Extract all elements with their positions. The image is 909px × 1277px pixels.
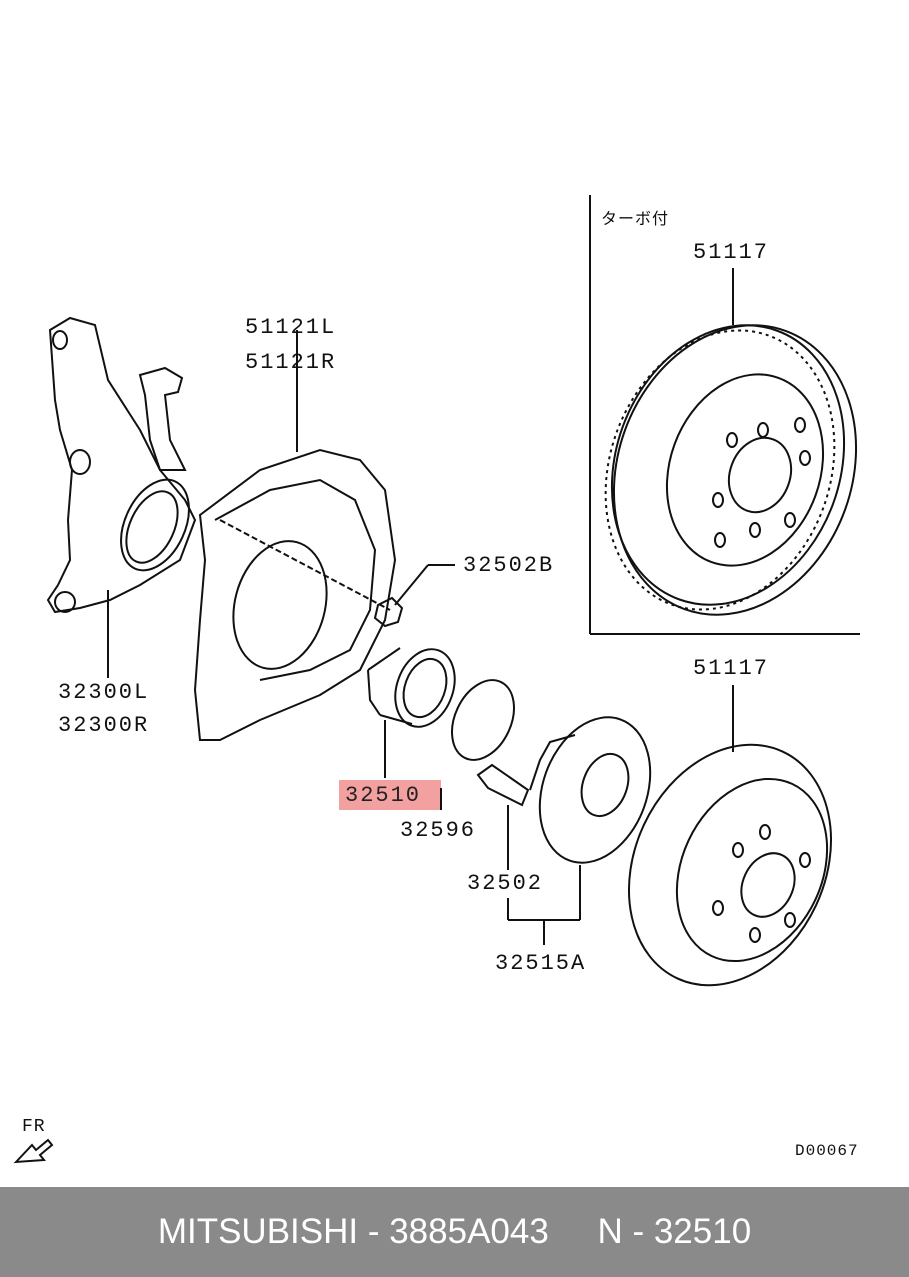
fr-label: FR xyxy=(22,1117,46,1137)
label-bearing[interactable]: 32510 xyxy=(345,783,422,808)
label-hub[interactable]: 32515A xyxy=(495,951,587,976)
wheel-bearing xyxy=(367,647,456,778)
footer-gap xyxy=(549,1212,598,1252)
wheel-hub xyxy=(507,716,652,945)
steering-knuckle xyxy=(46,316,197,678)
lower-brake-disc xyxy=(627,685,833,987)
highlight-box xyxy=(339,780,441,810)
label-disc-upper[interactable]: 51117 xyxy=(693,240,770,265)
diagram-code: D00067 xyxy=(795,1142,859,1160)
label-snap-ring[interactable]: 32596 xyxy=(400,818,477,843)
bolt-32502B xyxy=(373,564,455,628)
label-knuckle-left[interactable]: 32300L xyxy=(58,680,150,705)
label-shield-left[interactable]: 51121L xyxy=(245,315,337,340)
turbo-note: ターボ付 xyxy=(601,211,670,229)
upper-brake-disc xyxy=(604,268,858,616)
footer-separator: - xyxy=(358,1212,390,1251)
label-knuckle-right[interactable]: 32300R xyxy=(58,713,150,738)
exploded-parts-diagram xyxy=(13,195,860,1164)
turbo-frame xyxy=(589,195,860,635)
label-disc-lower[interactable]: 51117 xyxy=(693,656,770,681)
label-hub-bolt[interactable]: 32502 xyxy=(467,871,544,896)
snap-ring xyxy=(440,679,515,810)
hub-bolt xyxy=(476,763,530,870)
footer-brand: MITSUBISHI xyxy=(157,1212,359,1251)
label-bolt-b[interactable]: 32502B xyxy=(463,553,555,578)
dust-shield xyxy=(193,330,397,741)
footer-part-number: 3885A043 xyxy=(389,1212,549,1251)
label-shield-right[interactable]: 51121R xyxy=(245,350,337,375)
front-arrow-icon xyxy=(13,1138,54,1164)
footer-ref: N - 32510 xyxy=(597,1212,752,1251)
footer-bar: MITSUBISHI - 3885A043 N - 32510 xyxy=(0,1187,909,1277)
